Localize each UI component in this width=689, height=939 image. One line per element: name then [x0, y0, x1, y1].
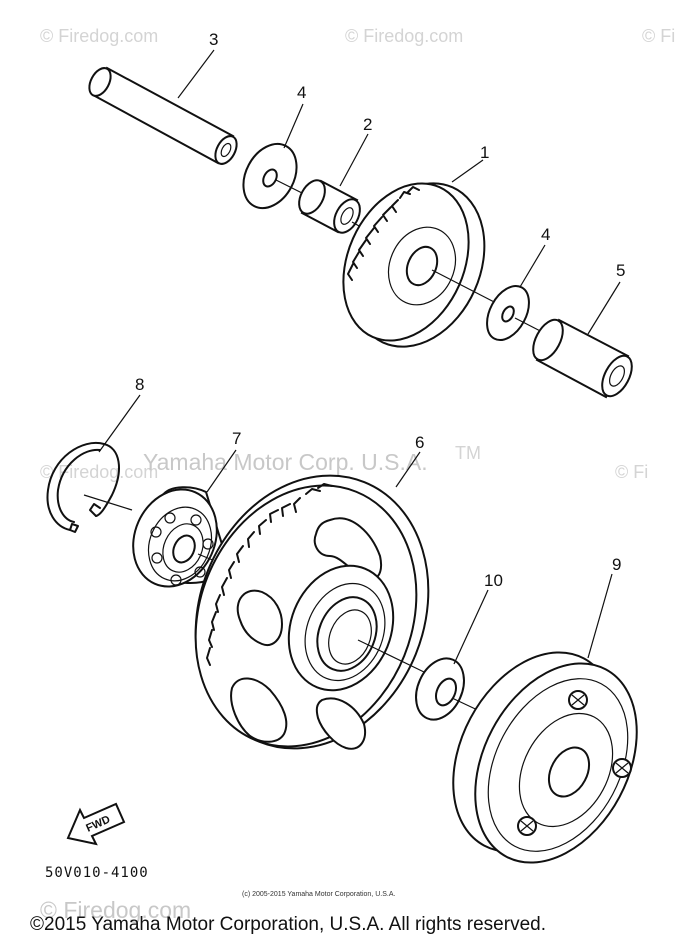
part-10-washer	[415, 657, 465, 721]
watermark-top-right: © Fi	[642, 26, 675, 46]
part-4-washer-lower	[486, 285, 530, 341]
callout-4-upper: 4	[297, 83, 306, 102]
part-6-starter-wheel-gear	[194, 474, 430, 750]
part-1-idle-gear	[342, 182, 486, 348]
footer-watermark: © Firedog.com	[40, 897, 191, 923]
callout-3: 3	[209, 30, 218, 49]
part-3-shaft	[88, 66, 238, 165]
copyright-notice: ©2015 Yamaha Motor Corporation, U.S.A. A…	[30, 914, 546, 935]
clutch-bolt-heads	[517, 690, 632, 836]
part-8-circlip	[46, 441, 120, 533]
callout-labels: 3 4 2 1 4 5 8 7 6 10 9	[135, 30, 625, 590]
part-9-starter-clutch	[452, 651, 638, 864]
watermark-yamaha: Yamaha Motor Corp. U.S.A.	[143, 449, 428, 475]
callout-9: 9	[612, 555, 621, 574]
callout-6: 6	[415, 433, 424, 452]
watermark-mid-right: © Fi	[615, 462, 648, 482]
watermark-top-center: © Firedog.com	[345, 26, 463, 46]
part-5-sleeve	[532, 318, 633, 399]
callout-10: 10	[484, 571, 503, 590]
callout-4-lower: 4	[541, 225, 550, 244]
diagram-part-number: 50V010-4100	[45, 865, 149, 881]
callout-8: 8	[135, 375, 144, 394]
copyright-small: (c) 2005-2015 Yamaha Motor Corporation, …	[242, 891, 395, 898]
callout-1: 1	[480, 143, 489, 162]
watermark-top-left: © Firedog.com	[40, 26, 158, 46]
fwd-arrow-icon: FWD	[66, 802, 126, 846]
part-4-washer-upper	[242, 142, 298, 210]
callout-2: 2	[363, 115, 372, 134]
watermark-tm: TM	[455, 443, 481, 463]
part-2-collar	[298, 179, 361, 234]
callout-5: 5	[616, 261, 625, 280]
watermark-mid-left: © Firedog.com	[40, 462, 158, 482]
callout-7: 7	[232, 429, 241, 448]
